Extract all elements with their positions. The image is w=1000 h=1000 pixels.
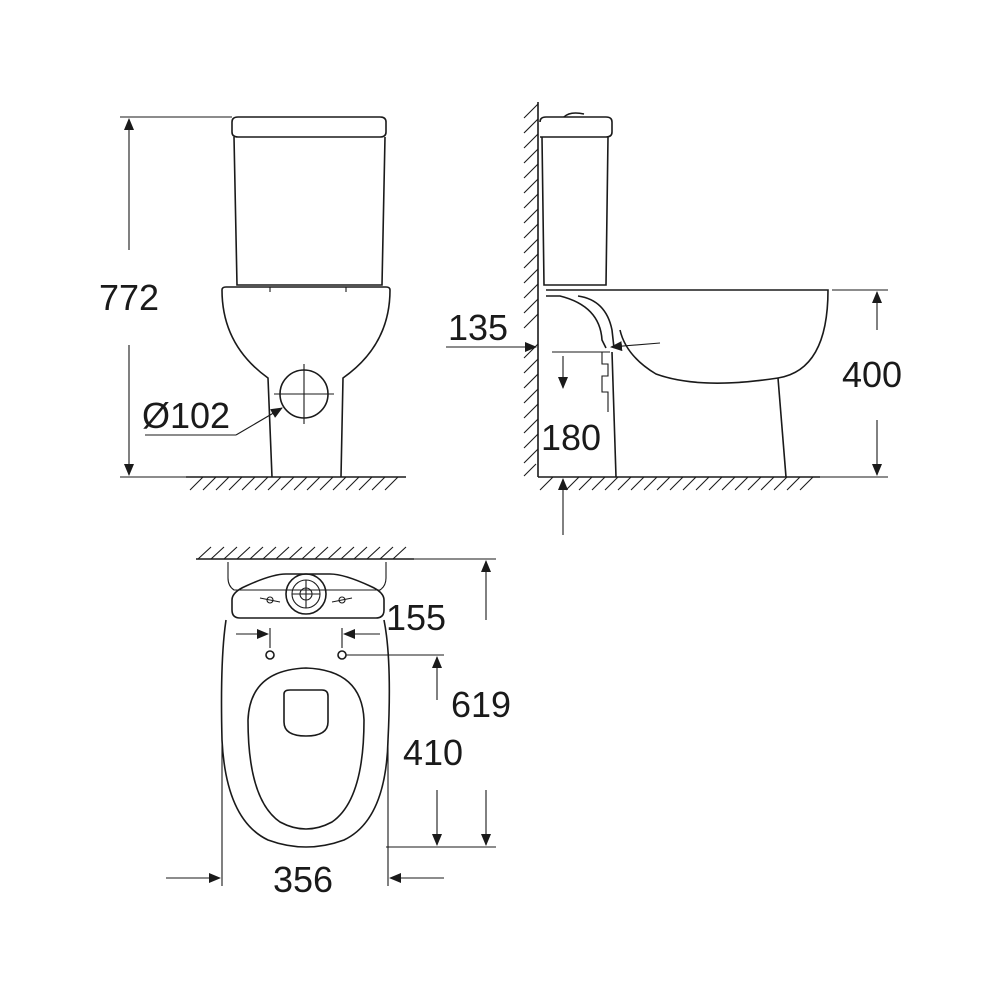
dim-155: 155: [236, 597, 446, 648]
fixing-hole-left: [265, 650, 275, 660]
dim-400: 400: [820, 289, 902, 478]
side-floor: [538, 476, 820, 491]
front-view: 772 Ø102: [99, 116, 406, 491]
dim-135: 135: [446, 307, 661, 352]
side-wall: [523, 102, 539, 477]
top-view: 155 619 410 356: [166, 546, 511, 900]
dim-356: 356: [166, 740, 444, 900]
dim-772: 772: [99, 116, 232, 478]
front-cistern: [231, 116, 387, 286]
dim-180-label: 180: [541, 417, 601, 458]
dim-772-label: 772: [99, 277, 159, 318]
fixing-hole-right: [337, 650, 347, 660]
dim-diameter-label: Ø102: [142, 395, 230, 436]
dim-135-label: 135: [448, 307, 508, 348]
front-floor: [186, 476, 406, 491]
dim-400-label: 400: [842, 354, 902, 395]
top-bowl: [220, 619, 391, 848]
side-view: 135 180 400: [446, 102, 902, 535]
front-bowl: [221, 286, 391, 478]
top-cistern: [227, 562, 387, 619]
side-cistern: [539, 112, 613, 286]
dim-619: 619: [386, 558, 511, 848]
dim-180: 180: [541, 351, 610, 535]
dim-356-label: 356: [273, 859, 333, 900]
dim-diameter: Ø102: [142, 395, 283, 436]
dim-619-label: 619: [451, 684, 511, 725]
dim-410: 410: [346, 654, 463, 846]
dim-155-label: 155: [386, 597, 446, 638]
top-wall: [196, 546, 414, 560]
side-bowl: [546, 289, 829, 478]
dim-410-label: 410: [403, 732, 463, 773]
